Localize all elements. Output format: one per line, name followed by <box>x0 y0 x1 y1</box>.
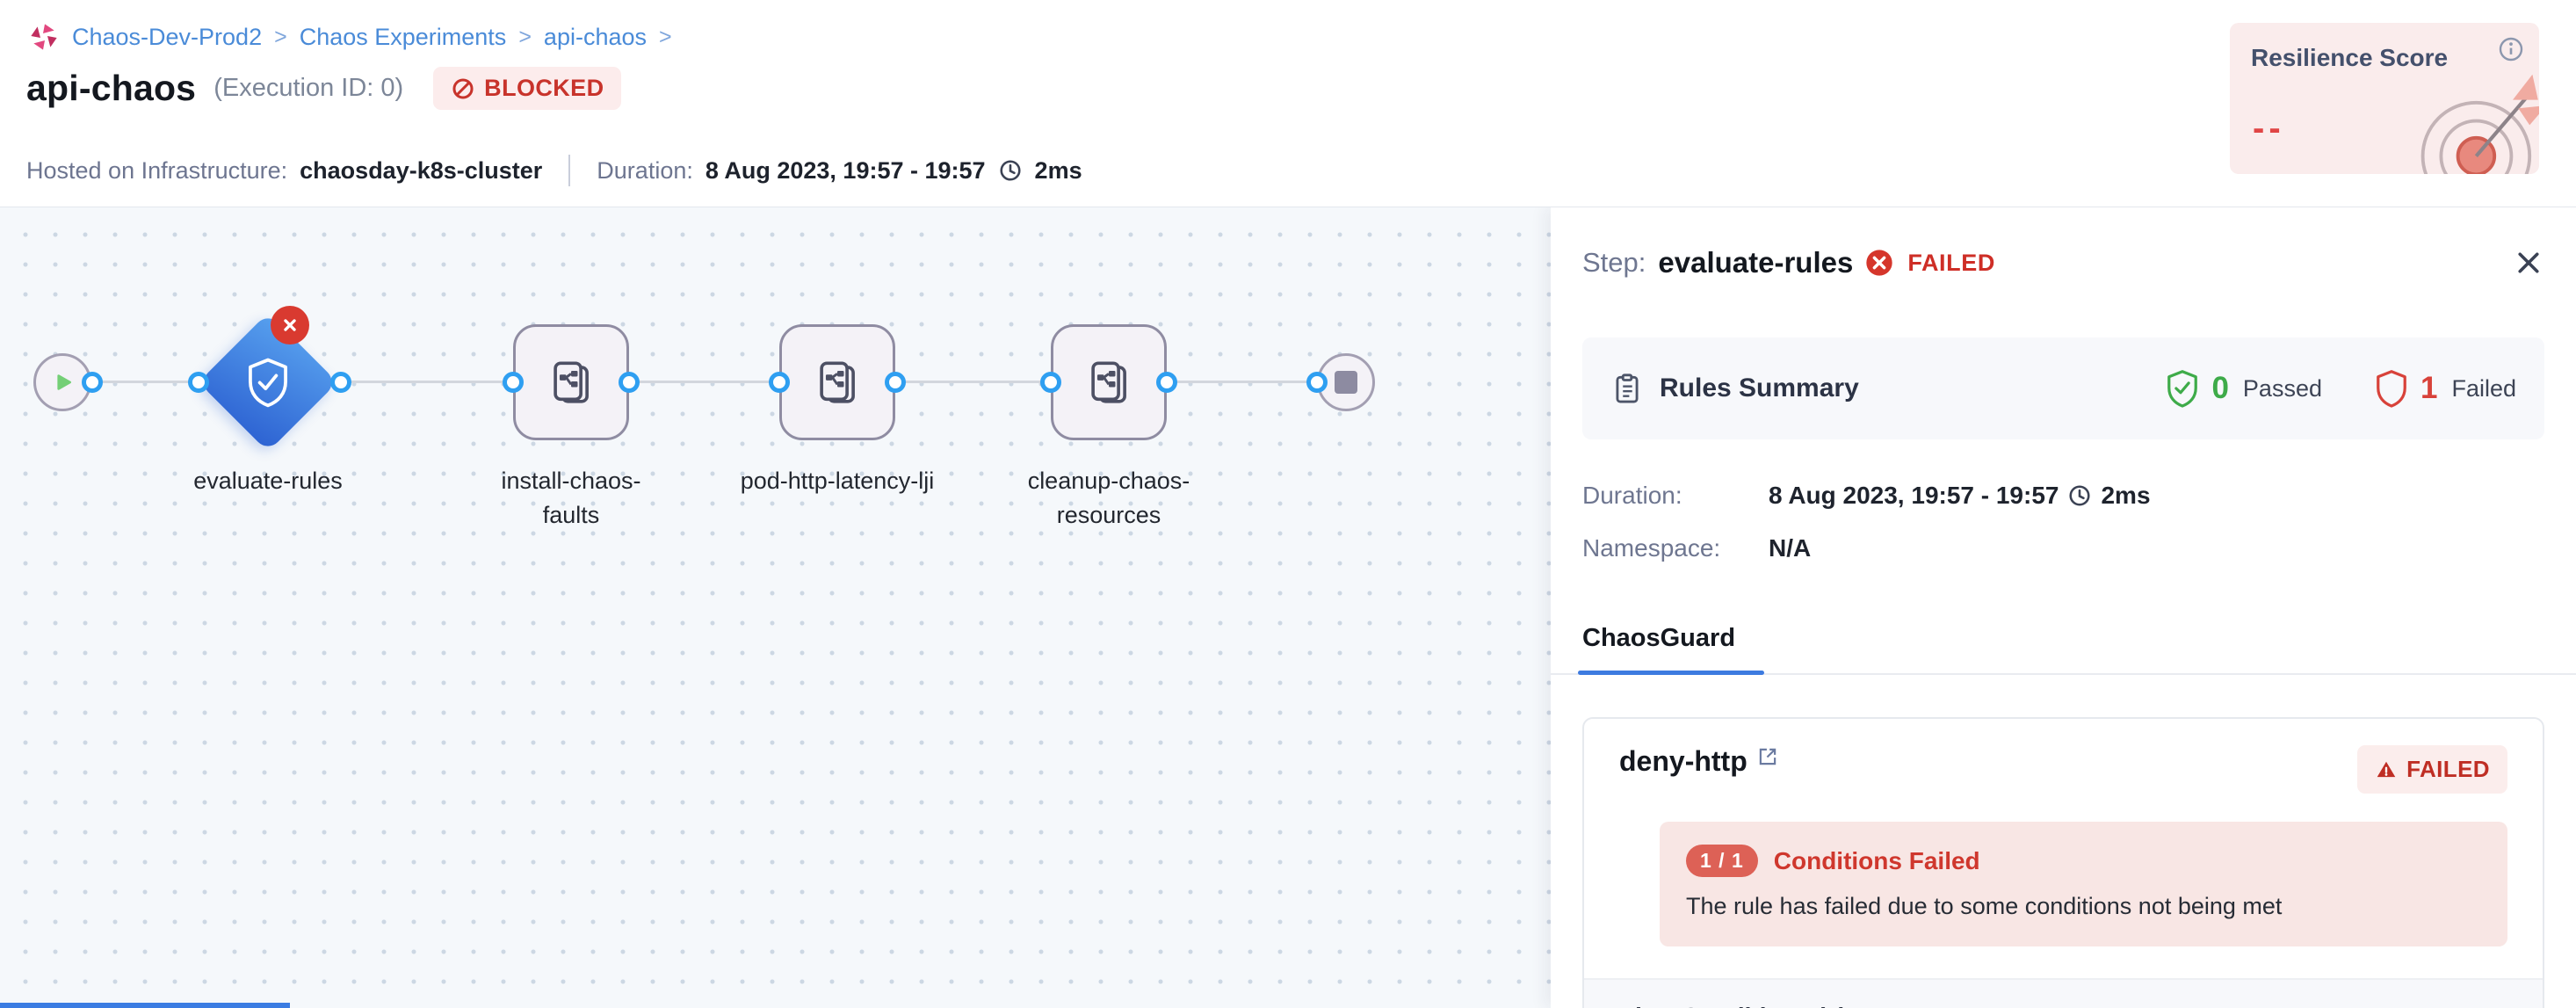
rules-summary-card: Rules Summary 0 Passed <box>1582 337 2544 439</box>
shield-red-icon <box>2373 369 2410 408</box>
infra-label: Hosted on Infrastructure: <box>26 156 288 184</box>
step-status-label: FAILED <box>1907 249 1995 276</box>
resilience-score-value: -- <box>2253 109 2285 148</box>
header-meta-row: Hosted on Infrastructure: chaosday-k8s-c… <box>26 155 1082 186</box>
breadcrumb: Chaos-Dev-Prod2 > Chaos Experiments > ap… <box>26 19 674 54</box>
breadcrumb-section[interactable]: Chaos Experiments <box>299 23 507 50</box>
duration-value: 8 Aug 2023, 19:57 - 19:57 <box>705 156 986 184</box>
connector-dot <box>1306 372 1328 393</box>
duration-value: 8 Aug 2023, 19:57 - 19:57 <box>1769 482 2059 509</box>
page-header: Chaos-Dev-Prod2 > Chaos Experiments > ap… <box>0 0 2576 207</box>
node-label: evaluate-rules <box>193 468 343 494</box>
rule-card-deny-http: deny-http <box>1582 717 2544 1008</box>
rules-summary-title: Rules Summary <box>1660 373 1859 402</box>
connector-dot <box>1040 372 1061 393</box>
node-install-chaos-faults[interactable] <box>513 324 629 440</box>
breadcrumb-separator: > <box>659 24 672 49</box>
connector-dot <box>1156 372 1177 393</box>
shield-check-icon <box>233 347 302 417</box>
tab-chaosguard[interactable]: ChaosGuard <box>1582 624 1736 652</box>
status-badge-label: BLOCKED <box>484 75 604 101</box>
step-name: evaluate-rules <box>1658 246 1854 279</box>
namespace-value: N/A <box>1769 534 1812 562</box>
rule-status-label: FAILED <box>2406 756 2490 782</box>
canvas-accent-line <box>0 1003 290 1008</box>
pipeline-connector-line <box>92 381 1319 383</box>
passed-summary: 0 Passed <box>2164 369 2322 408</box>
page-title: api-chaos <box>26 68 197 108</box>
meta-divider <box>568 155 571 186</box>
duration-row: Duration: 8 Aug 2023, 19:57 - 19:57 2ms <box>1582 482 2544 510</box>
external-link-icon[interactable] <box>1756 745 1779 768</box>
rule-status-badge: FAILED <box>2357 745 2507 794</box>
rule-name: deny-http <box>1619 745 1747 777</box>
duration-elapsed: 2ms <box>1034 156 1082 184</box>
conditions-ratio-pill: 1 / 1 <box>1686 845 1758 877</box>
stop-icon <box>1335 371 1357 394</box>
shield-check-green-icon <box>2164 369 2201 408</box>
status-badge: BLOCKED <box>433 67 622 110</box>
chaos-logo-icon <box>26 19 62 54</box>
view-conditions-label: View Conditions (1) <box>1619 1003 1847 1008</box>
play-icon <box>49 369 76 395</box>
conditions-failed-alert: 1 / 1 Conditions Failed The rule has fai… <box>1660 822 2507 946</box>
pipeline-canvas[interactable]: evaluate-rules install-chaos-faults pod-… <box>0 207 1551 1008</box>
chaos-fault-manifest-icon <box>546 357 597 408</box>
clock-icon <box>2067 483 2092 508</box>
chaos-fault-manifest-icon <box>1083 357 1134 408</box>
target-dart-icon <box>2414 63 2539 174</box>
step-panel-header: Step: evaluate-rules FAILED <box>1582 246 2544 279</box>
breadcrumb-separator: > <box>274 24 287 49</box>
infra-value: chaosday-k8s-cluster <box>300 156 543 184</box>
step-details-panel: Step: evaluate-rules FAILED <box>1551 207 2576 1008</box>
resilience-score-card: Resilience Score -- <box>2230 23 2539 174</box>
passed-count: 0 <box>2211 371 2229 405</box>
breadcrumb-experiment[interactable]: api-chaos <box>543 23 647 50</box>
execution-id: (Execution ID: 0) <box>213 74 404 102</box>
close-panel-button[interactable] <box>2513 247 2544 279</box>
namespace-row: Namespace: N/A <box>1582 534 2544 562</box>
end-node <box>1317 353 1375 411</box>
node-cleanup-chaos-resources[interactable] <box>1051 324 1167 440</box>
panel-tabbar: ChaosGuard <box>1551 620 2576 675</box>
clipboard-icon <box>1610 372 1644 405</box>
duration-label: Duration: <box>597 156 693 184</box>
no-entry-icon <box>451 76 475 101</box>
view-conditions-toggle[interactable]: View Conditions (1) <box>1584 978 2543 1008</box>
x-circle-status-icon <box>271 306 309 344</box>
connector-dot <box>885 372 906 393</box>
tab-active-indicator <box>1578 671 1764 675</box>
passed-label: Passed <box>2242 374 2322 402</box>
step-label: Step: <box>1582 247 1646 278</box>
node-label: install-chaos-faults <box>501 468 641 529</box>
connector-dot <box>619 372 640 393</box>
connector-dot <box>769 372 790 393</box>
connector-dot <box>82 372 103 393</box>
connector-dot <box>503 372 524 393</box>
failed-summary: 1 Failed <box>2373 369 2516 408</box>
clock-icon <box>998 158 1023 183</box>
resilience-score-title: Resilience Score <box>2251 44 2449 71</box>
connector-dot <box>330 372 351 393</box>
conditions-failed-title: Conditions Failed <box>1773 846 1980 874</box>
conditions-failed-message: The rule has failed due to some conditio… <box>1686 893 2283 919</box>
namespace-label: Namespace: <box>1582 534 1721 562</box>
info-icon[interactable] <box>2497 35 2525 63</box>
warning-triangle-icon <box>2375 758 2398 781</box>
failed-count: 1 <box>2420 371 2438 405</box>
breadcrumb-project[interactable]: Chaos-Dev-Prod2 <box>72 23 263 50</box>
breadcrumb-separator: > <box>518 24 532 49</box>
duration-elapsed: 2ms <box>2101 482 2151 509</box>
chaos-fault-manifest-icon <box>812 357 863 408</box>
title-row: api-chaos (Execution ID: 0) BLOCKED <box>26 67 622 110</box>
duration-label: Duration: <box>1582 482 1682 509</box>
node-evaluate-rules[interactable] <box>198 312 338 453</box>
node-label: cleanup-chaos-resources <box>1027 468 1190 529</box>
x-circle-status-icon <box>1865 249 1893 277</box>
node-pod-http-latency-lji[interactable] <box>779 324 895 440</box>
node-label: pod-http-latency-lji <box>740 468 935 494</box>
failed-label: Failed <box>2451 374 2516 402</box>
connector-dot <box>188 372 209 393</box>
